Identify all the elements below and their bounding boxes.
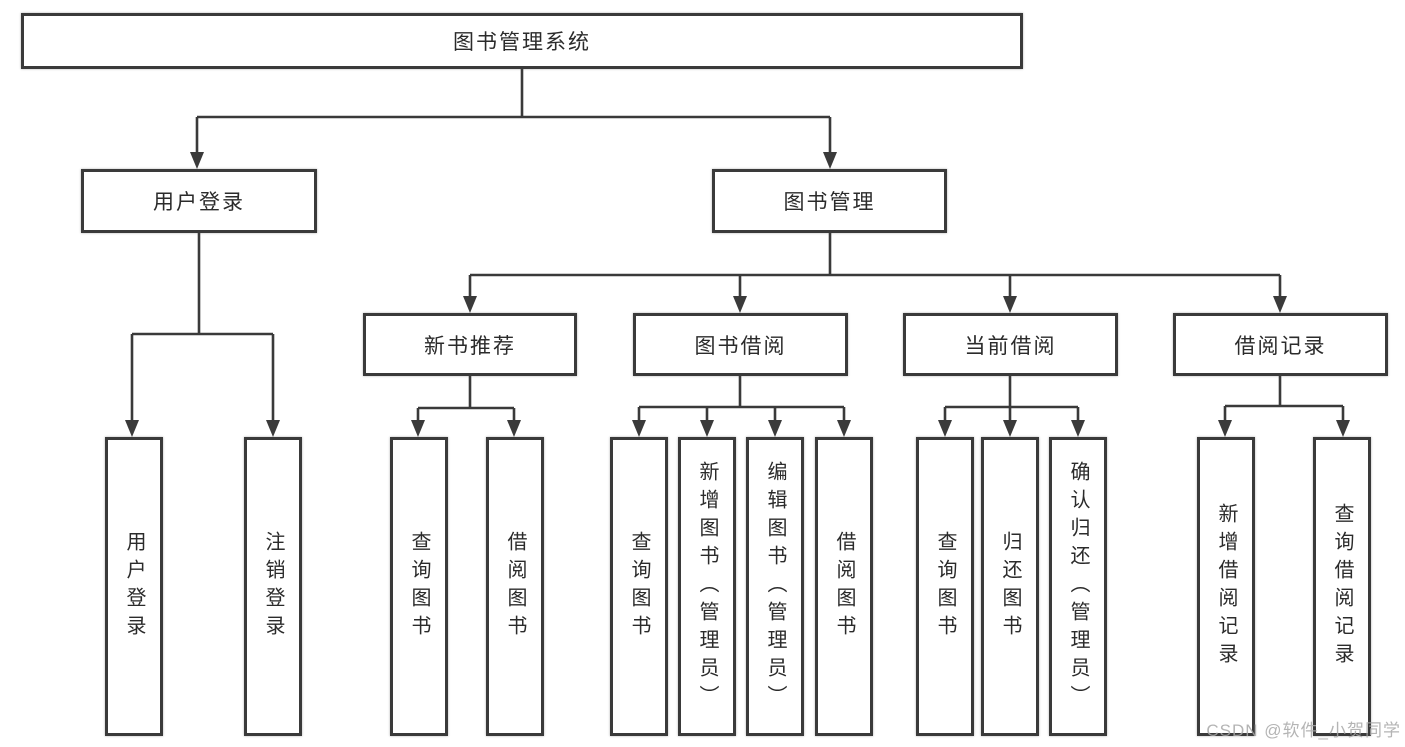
node-book-borrow-label: 图书借阅 (694, 334, 787, 358)
leaf-return-books-label: 归还图书 (999, 530, 1021, 643)
leaf-user-login-label: 用户登录 (123, 530, 145, 643)
node-book-management-label: 图书管理 (783, 191, 876, 214)
node-current-borrow: 当前借阅 (903, 313, 1118, 376)
leaf-edit-books-admin: 编辑图书（管理员） (746, 437, 804, 736)
leaf-query-books-borrow: 查询图书 (610, 437, 668, 736)
node-new-book-recommend-label: 新书推荐 (424, 334, 516, 358)
leaf-return-books: 归还图书 (981, 437, 1039, 736)
leaf-add-books-admin: 新增图书（管理员） (678, 437, 736, 736)
node-root-system: 图书管理系统 (21, 13, 1023, 69)
node-user-login: 用户登录 (81, 169, 317, 233)
leaf-add-borrow-record: 新增借阅记录 (1197, 437, 1255, 736)
leaf-add-borrow-record-label: 新增借阅记录 (1215, 502, 1237, 671)
leaf-confirm-return-admin: 确认归还（管理员） (1049, 437, 1107, 736)
node-book-borrow: 图书借阅 (633, 313, 848, 376)
node-borrow-record: 借阅记录 (1173, 313, 1388, 376)
node-borrow-record-label: 借阅记录 (1234, 334, 1327, 358)
leaf-user-login: 用户登录 (105, 437, 163, 736)
leaf-borrow-books-label: 借阅图书 (833, 530, 855, 643)
leaf-borrow-books-recommend: 借阅图书 (486, 437, 544, 736)
leaf-add-books-admin-label: 新增图书（管理员） (696, 460, 718, 713)
leaf-query-books-current-label: 查询图书 (934, 530, 956, 643)
leaf-borrow-books: 借阅图书 (815, 437, 873, 736)
leaf-logout-label: 注销登录 (262, 530, 284, 643)
leaf-logout: 注销登录 (244, 437, 302, 736)
leaf-borrow-books-recommend-label: 借阅图书 (504, 530, 526, 643)
leaf-query-books-current: 查询图书 (916, 437, 974, 736)
leaf-confirm-return-admin-label: 确认归还（管理员） (1067, 460, 1089, 713)
node-new-book-recommend: 新书推荐 (363, 313, 577, 376)
node-book-management: 图书管理 (712, 169, 947, 233)
leaf-query-borrow-record-label: 查询借阅记录 (1331, 502, 1353, 671)
leaf-edit-books-admin-label: 编辑图书（管理员） (764, 460, 786, 713)
leaf-query-books-borrow-label: 查询图书 (628, 530, 650, 643)
csdn-watermark: CSDN @软件_小贺同学 (1206, 721, 1401, 740)
node-current-borrow-label: 当前借阅 (964, 334, 1057, 358)
leaf-query-books-recommend-label: 查询图书 (408, 530, 430, 643)
leaf-query-books-recommend: 查询图书 (390, 437, 448, 736)
node-user-login-label: 用户登录 (153, 191, 245, 214)
node-root-label: 图书管理系统 (453, 31, 591, 54)
leaf-query-borrow-record: 查询借阅记录 (1313, 437, 1371, 736)
